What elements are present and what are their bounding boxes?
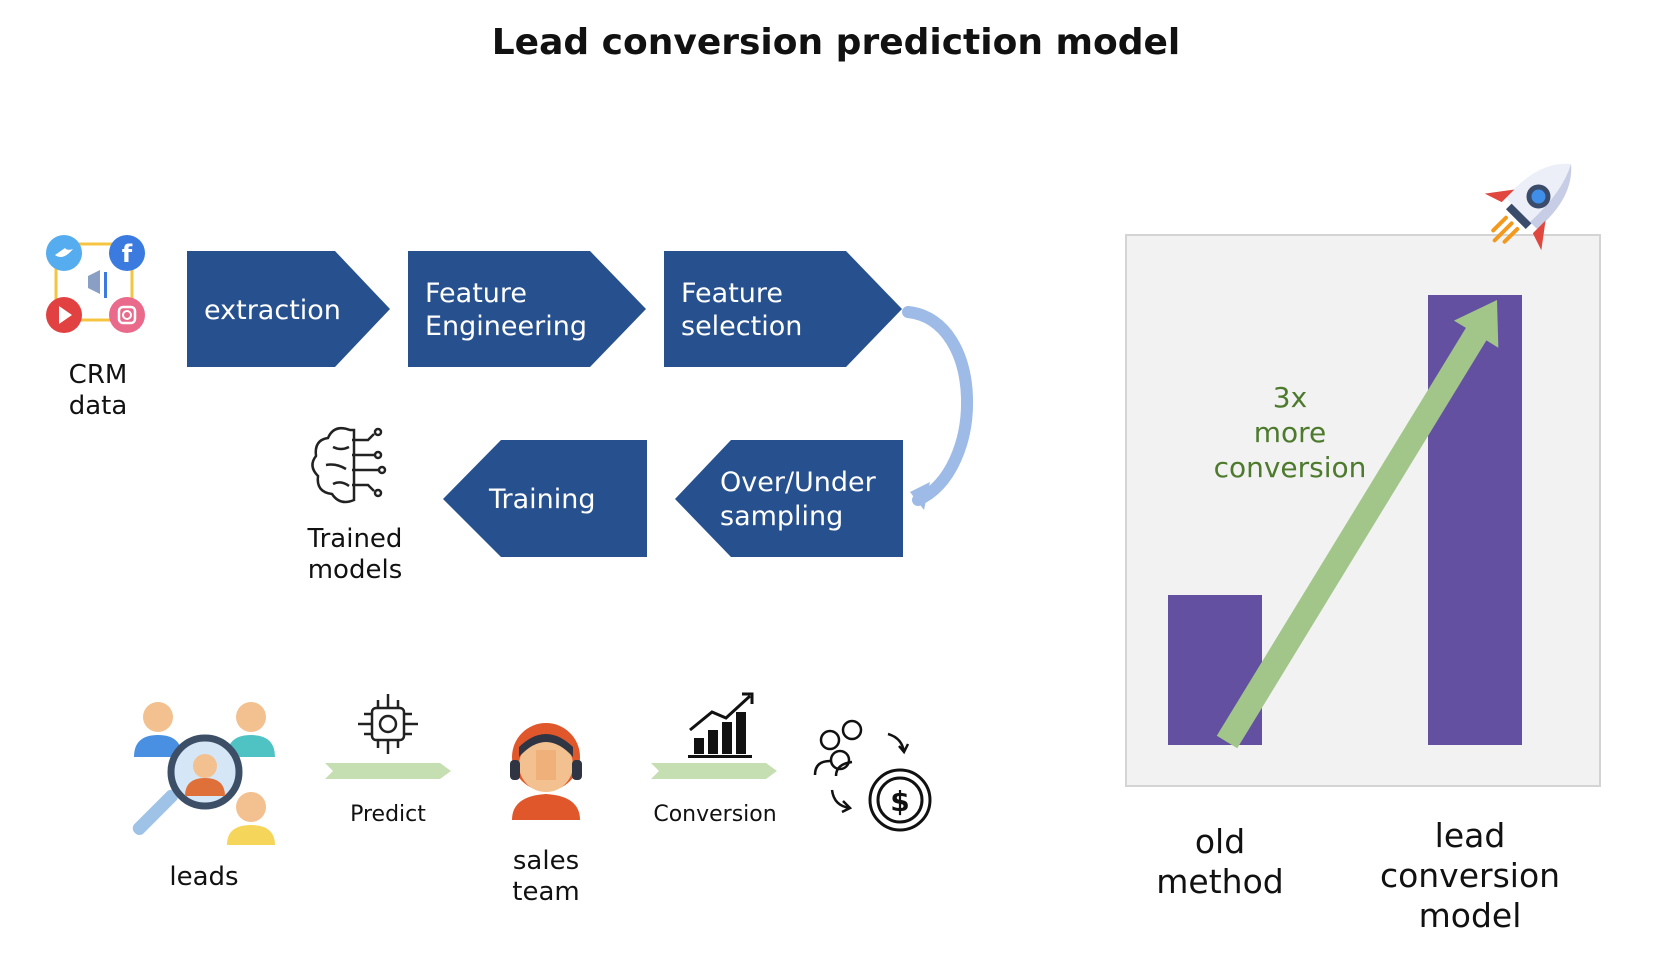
page-title: Lead conversion prediction model xyxy=(491,22,1181,63)
growth-chart-icon xyxy=(688,692,754,758)
leads-search-icon xyxy=(132,702,275,845)
step-extraction-label: extraction xyxy=(204,295,341,326)
pipeline-step-extraction: extraction xyxy=(187,251,390,367)
category-new-line2: conversion xyxy=(1379,856,1561,895)
annotation-line: more xyxy=(1254,416,1327,449)
svg-text:f: f xyxy=(122,240,133,268)
crm-label-line2: data xyxy=(68,391,128,421)
crm-data-label: CRM data xyxy=(40,360,156,422)
step-training-label: Training xyxy=(488,484,596,515)
step-feature-selection-label-2: selection xyxy=(681,311,802,342)
bar-lead-conversion-model xyxy=(1428,295,1522,745)
leads-label: leads xyxy=(169,862,239,892)
trained-models-line2: models xyxy=(307,555,403,585)
pipeline-step-over-under-sampling: Over/Under sampling xyxy=(675,440,903,557)
category-new-line3: model xyxy=(1418,896,1522,935)
crm-label-line1: CRM xyxy=(68,360,128,390)
step-feature-engineering-label-1: Feature xyxy=(425,278,527,309)
pipeline-step-training: Training xyxy=(443,440,647,557)
growth-arrow xyxy=(1216,300,1499,749)
curved-flow-arrow xyxy=(902,306,973,510)
conversion-label: Conversion xyxy=(653,802,777,827)
pipeline-step-feature-engineering: Feature Engineering xyxy=(408,251,646,367)
brain-circuit-icon xyxy=(311,427,387,504)
annotation-line: conversion xyxy=(1214,451,1367,484)
step-feature-selection-label-1: Feature xyxy=(681,278,783,309)
sales-team-line2: team xyxy=(512,877,580,907)
money-cycle-icon: $ xyxy=(813,719,932,832)
sales-team-line1: sales xyxy=(512,846,580,876)
category-old-line1: old xyxy=(1194,822,1246,861)
conversion-arrow xyxy=(651,763,777,779)
predict-label: Predict xyxy=(350,802,426,827)
pipeline-step-feature-selection: Feature selection xyxy=(664,251,902,367)
ai-chip-icon xyxy=(358,694,418,754)
category-label-old-method: old method xyxy=(1130,822,1310,902)
category-old-line2: method xyxy=(1156,862,1284,901)
annotation-line: 3x xyxy=(1273,381,1307,414)
sales-team-label: sales team xyxy=(486,846,606,908)
category-new-line1: lead xyxy=(1434,816,1506,855)
step-feature-engineering-label-2: Engineering xyxy=(425,311,587,342)
svg-text:$: $ xyxy=(890,785,909,818)
trained-models-label: Trained models xyxy=(290,524,420,586)
step-sampling-label-1: Over/Under xyxy=(720,467,877,498)
step-sampling-label-2: sampling xyxy=(720,501,843,532)
crm-social-media-icon: f xyxy=(46,235,145,333)
sales-agent-icon xyxy=(510,723,582,820)
trained-models-line1: Trained xyxy=(307,524,403,554)
chart-marks xyxy=(1168,295,1522,749)
category-label-lead-conversion-model: lead conversion model xyxy=(1360,816,1580,936)
predict-arrow xyxy=(325,763,451,779)
rocket-icon xyxy=(1484,163,1572,251)
